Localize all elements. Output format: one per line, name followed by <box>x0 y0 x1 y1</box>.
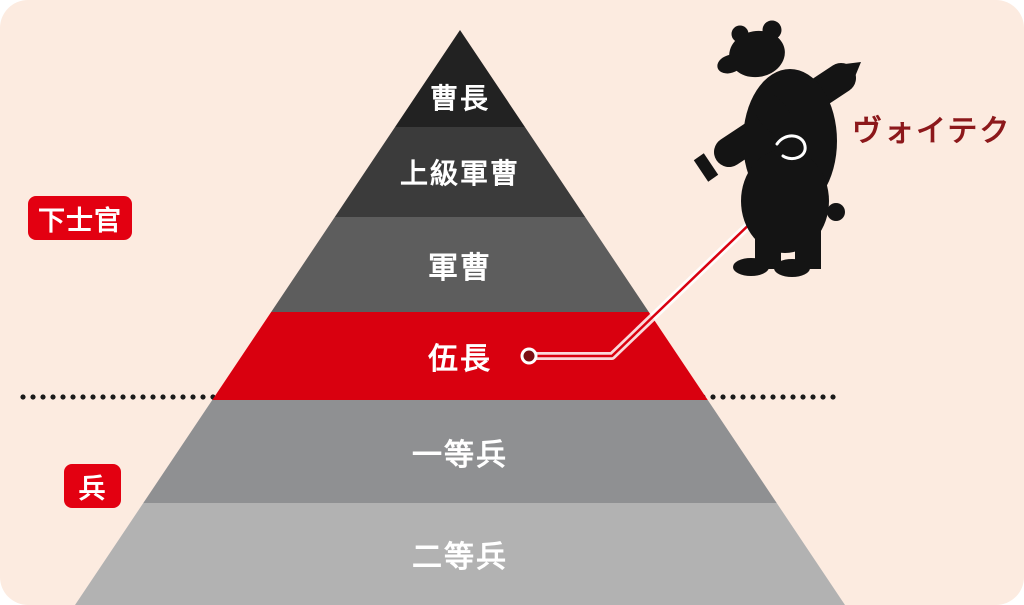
pyramid-level-label: 伍長 <box>428 343 492 376</box>
nco-group-label: 下士官 <box>38 205 122 236</box>
pyramid-level-corporal-highlighted: 伍長 <box>75 312 845 400</box>
pyramid-level-label: 軍曹 <box>428 251 492 285</box>
bear-foot <box>774 259 810 277</box>
bear-name-label: ヴォイテク <box>852 115 1012 148</box>
pyramid-level-label: 一等兵 <box>412 438 508 472</box>
pyramid-level-label: 曹長 <box>429 82 490 114</box>
pyramid-level-private-second-class: 二等兵 <box>75 503 845 605</box>
bear-silhouette <box>693 20 861 277</box>
shell-base-cap <box>693 153 719 182</box>
bear-with-shell-icon <box>693 20 861 277</box>
bear-foot <box>733 258 769 276</box>
nco-group-badge: 下士官 <box>28 196 132 240</box>
pyramid-level-private-first-class: 一等兵 <box>75 400 845 503</box>
shell-nose <box>832 62 861 91</box>
bear-arm <box>753 91 793 137</box>
bear-head <box>729 30 785 78</box>
bear-snout <box>717 54 743 74</box>
bear-paw-outline <box>775 134 807 161</box>
pyramid-level-label: 二等兵 <box>412 541 508 574</box>
bear-tail <box>827 203 845 221</box>
soldier-group-badge: 兵 <box>64 464 121 508</box>
pyramid-level-label: 上級軍曹 <box>399 158 520 189</box>
soldier-group-label: 兵 <box>78 473 107 504</box>
